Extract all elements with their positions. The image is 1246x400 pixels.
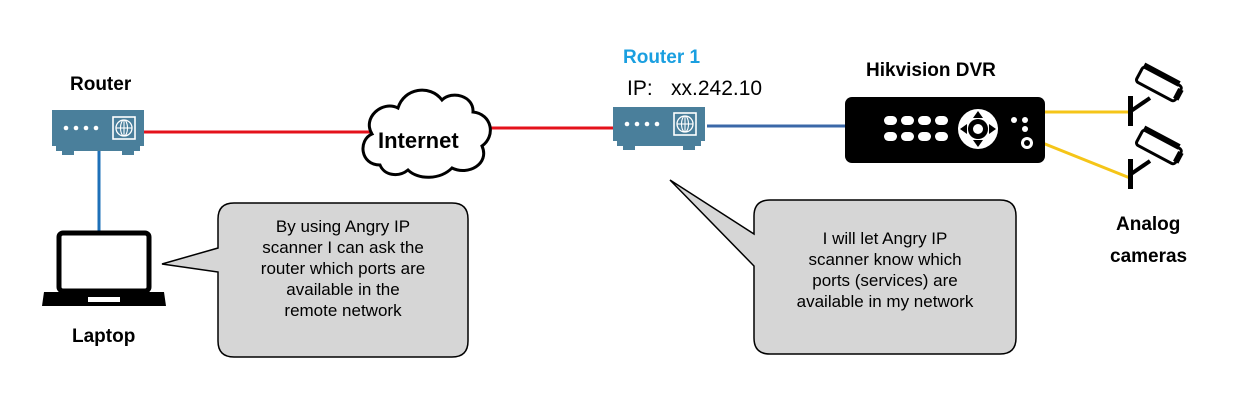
bubble-left-line: remote network [284,301,402,320]
bubble-left-line: scanner I can ask the [262,238,424,257]
analog-camera-top-icon [1128,62,1184,126]
bubble-right-line: scanner know which [808,250,962,269]
bubble-left-line: router which ports are [260,259,426,278]
hikvision-dvr-icon [845,97,1045,163]
router1-icon [613,107,705,150]
router1-ip-value: xx.242.10 [671,77,763,100]
speech-bubble-right-text: I will let Angry IP scanner know which p… [754,228,1016,312]
laptop-label: Laptop [72,326,136,347]
bubble-right-line: I will let Angry IP [822,229,948,248]
internet-cloud-icon [361,88,492,179]
internet-label: Internet [378,128,459,153]
router1-title: Router 1 [623,47,701,68]
speech-bubble-left-text: By using Angry IP scanner I can ask the … [218,216,468,321]
router-left-icon [52,110,144,155]
cameras-label-line2: cameras [1110,246,1188,267]
laptop-icon [42,230,166,306]
router1-ip-label: IP: [627,77,653,100]
bubble-left-line: By using Angry IP [275,217,411,236]
bubble-left-line: available in the [286,280,400,299]
bubble-right-line: ports (services) are [812,271,958,290]
cameras-label-line1: Analog [1116,214,1181,235]
speech-bubble-right [669,179,1017,355]
analog-camera-bottom-icon [1128,125,1184,189]
dvr-label: Hikvision DVR [866,60,996,81]
bubble-right-line: available in my network [796,292,974,311]
link-dvr-camera-bottom [1039,140,1131,180]
speech-bubble-left [161,202,469,358]
router-left-label: Router [70,74,132,95]
